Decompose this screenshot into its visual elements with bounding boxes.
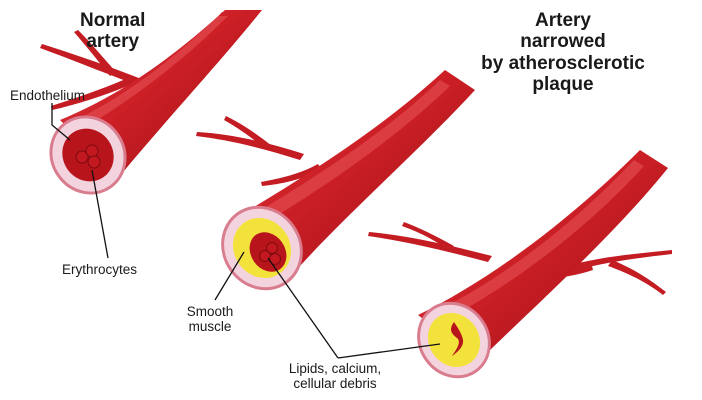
normal-artery-title: Normal artery — [80, 10, 145, 53]
narrowed-title-line3: by atherosclerotic — [481, 52, 645, 74]
lipids-label: Lipids, calcium, cellular debris — [270, 361, 400, 391]
narrowed-artery-branches — [368, 222, 672, 295]
narrowed-artery-title: Artery narrowed by atherosclerotic plaqu… — [478, 10, 648, 95]
smooth-muscle-leader — [214, 251, 245, 301]
endothelium-leader — [51, 103, 71, 141]
smooth-muscle-line1: Smooth — [186, 304, 234, 319]
erythrocytes-leader — [91, 169, 109, 259]
narrowed-artery-lumen — [450, 322, 464, 356]
narrowed-title-line2: narrowed — [520, 31, 606, 53]
lipids-line1: Lipids, calcium, — [288, 361, 382, 376]
lipids-leader-middle — [267, 257, 339, 359]
lipids-line2: cellular debris — [293, 376, 377, 392]
normal-artery-cross-section — [49, 115, 127, 195]
middle-artery — [196, 70, 475, 291]
erythrocytes-label: Erythrocytes — [62, 262, 138, 277]
lipids-leader-narrowed — [337, 343, 441, 359]
smooth-muscle-line2: muscle — [188, 319, 232, 335]
narrowed-title-line4: plaque — [532, 73, 594, 95]
narrowed-artery-cross-section — [417, 301, 491, 379]
leader-lines — [51, 103, 441, 359]
normal-artery — [40, 10, 262, 195]
middle-artery-cross-section — [221, 205, 303, 291]
normal-erythrocytes — [75, 144, 101, 169]
narrowed-artery-plaque — [427, 312, 481, 368]
normal-title-line1: Normal — [80, 10, 146, 31]
middle-erythrocytes — [259, 242, 281, 265]
middle-artery-highlight — [244, 80, 450, 228]
endothelium-label: Endothelium — [10, 88, 86, 103]
smooth-muscle-label: Smooth muscle — [170, 304, 250, 334]
narrowed-title-line1: Artery — [535, 10, 591, 31]
normal-artery-highlight — [72, 16, 228, 128]
normal-title-line2: artery — [86, 31, 140, 53]
narrowed-artery — [368, 150, 672, 379]
